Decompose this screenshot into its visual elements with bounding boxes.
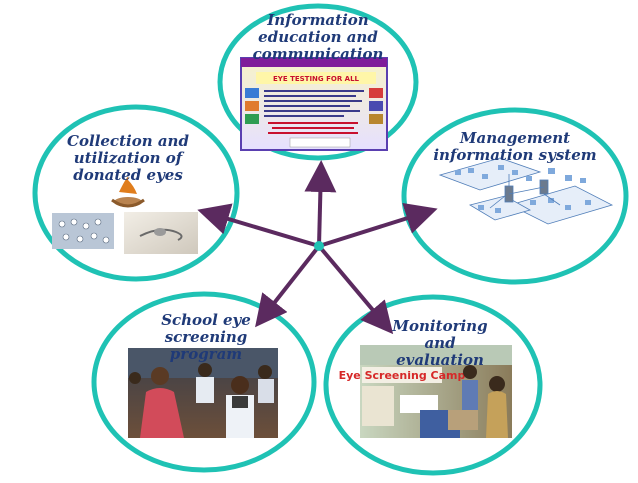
node-collection-label-line-2: utilization of [73,149,183,167]
node-monitoring-label-line-2: and evaluation [396,334,484,369]
node-collection-label-line-3: donated eyes [73,166,183,184]
eye-camp-photo: Eye Screening Camp [339,345,512,438]
arrow-to-iec [304,160,337,247]
node-iec-label-line-1: Information [267,11,369,29]
node-mis-label-line-1: Management [459,129,571,147]
node-school-label-line-2: screening program [164,328,248,363]
node-mis-circle [401,107,629,285]
iec-poster: EYE TESTING FOR ALL [240,57,388,151]
node-monitoring-label: Monitoring and evaluation [380,318,500,369]
node-iec-label-line-3: communication [252,45,384,63]
node-school-label-line-1: School eye [161,311,251,329]
arrow-to-monitoring [317,244,394,335]
node-mis-label: Management information system [420,130,610,164]
node-school-label: School eye screening program [126,312,286,363]
node-collection-label-line-1: Collection and [67,132,189,150]
node-iec-label: Information education and communication [248,12,388,63]
arrows [197,160,438,335]
mis-network-image [438,157,614,225]
school-screening-photo [128,348,278,438]
node-collection-label: Collection and utilization of donated ey… [58,133,198,184]
arrow-to-school [255,244,321,328]
node-monitoring-label-line-1: Monitoring [392,317,488,335]
eye-camp-sign: Eye Screening Camp [339,369,466,382]
arrow-to-mis [318,202,438,248]
cornea-tray-photo [52,213,114,249]
arrow-to-collection [197,203,320,248]
donation-hands-icon [111,176,145,208]
node-mis-label-line-2: information system [433,146,597,164]
hub-dot [314,241,324,251]
node-iec-label-line-2: education and [258,28,378,46]
poster-title: EYE TESTING FOR ALL [273,75,360,83]
collection-images [52,176,198,254]
